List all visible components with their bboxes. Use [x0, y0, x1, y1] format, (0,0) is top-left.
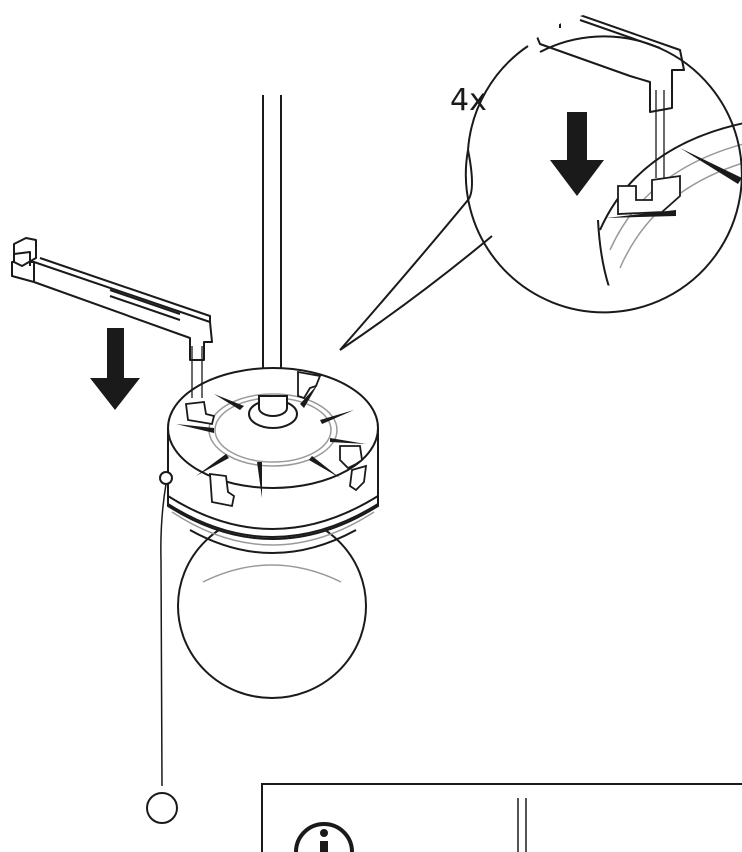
mounting-bracket: [11, 237, 213, 398]
callout-count-label: 4x: [450, 83, 487, 118]
mounting-slots: [184, 370, 368, 508]
pull-cord: [146, 483, 178, 824]
housing-ribs: [176, 384, 366, 498]
suspension-cable: [262, 95, 282, 392]
info-icon: [294, 822, 354, 852]
pull-cord-knob: [146, 792, 178, 824]
zoom-detail: 4x: [450, 10, 742, 314]
glass-globe: [177, 513, 367, 699]
info-box: [261, 783, 742, 852]
down-arrow-icon: [90, 328, 140, 410]
lamp-housing: [159, 367, 379, 554]
zoom-down-arrow-icon: [550, 112, 604, 196]
callout-tail: [339, 149, 493, 351]
